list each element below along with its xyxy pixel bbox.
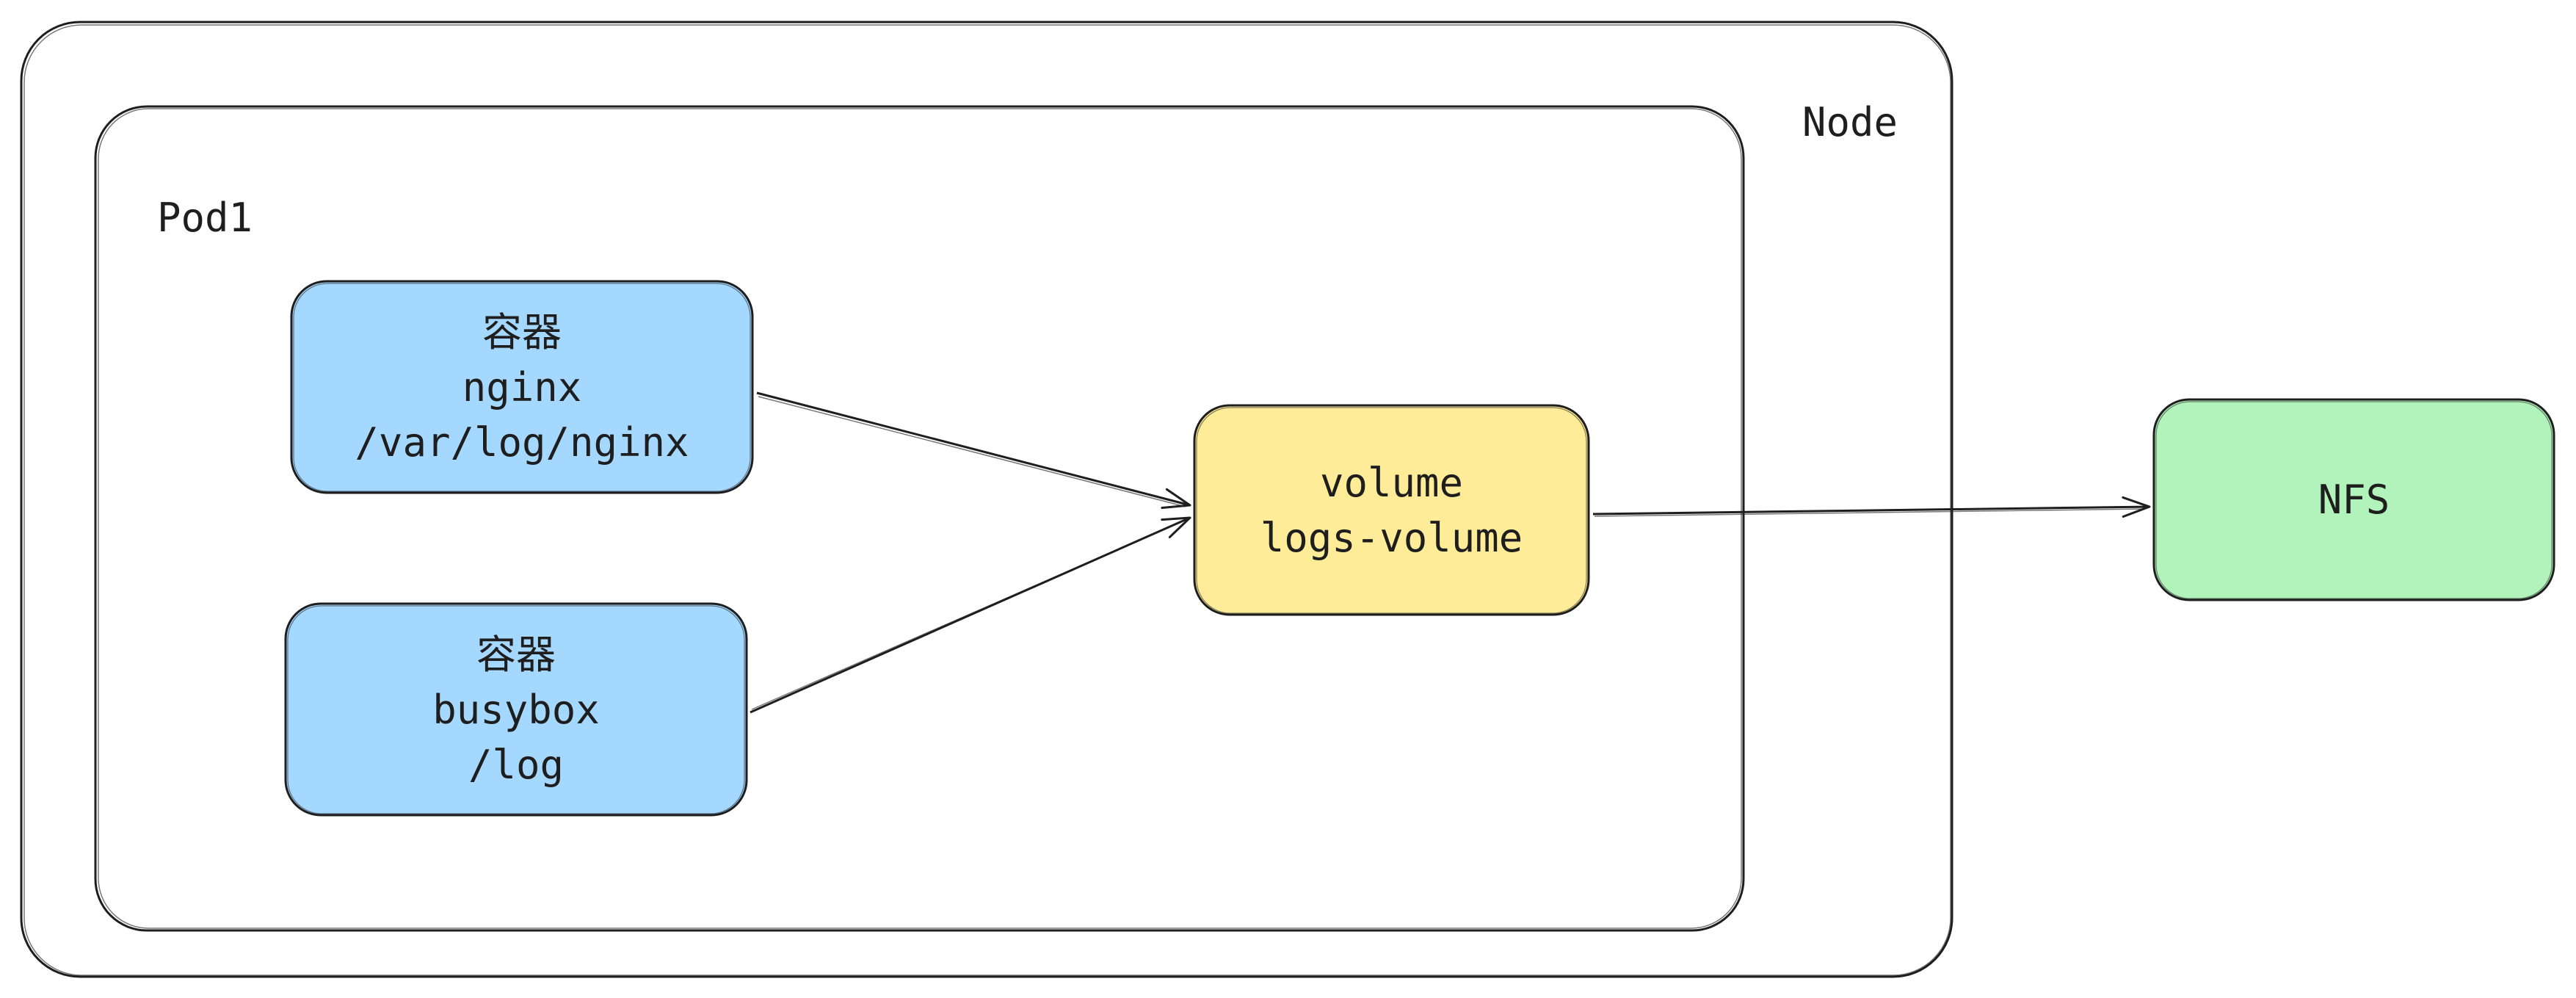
volume-text: volume logs-volume (1194, 405, 1589, 615)
container-busybox-name: busybox (432, 686, 600, 733)
container-nginx-path: /var/log/nginx (355, 419, 689, 466)
volume-box (1193, 404, 1590, 616)
container-nginx-kind: 容器 (482, 308, 562, 355)
container-busybox-text: 容器 busybox /log (286, 604, 747, 815)
pod-box (94, 105, 1745, 932)
volume-name: logs-volume (1260, 514, 1523, 561)
node-label: Node (1802, 99, 1898, 145)
node-box (20, 21, 1953, 978)
volume-kind: volume (1319, 459, 1464, 506)
nfs-box (2152, 398, 2555, 601)
container-busybox-box (284, 602, 748, 817)
container-busybox-path: /log (468, 741, 565, 788)
arrow-nginx-to-volume (756, 391, 1191, 510)
container-nginx-name: nginx (462, 364, 582, 411)
nfs-text: NFS (2154, 399, 2554, 600)
arrow-volume-to-nfs (1592, 496, 2151, 518)
container-nginx-text: 容器 nginx /var/log/nginx (291, 281, 752, 493)
arrow-busybox-to-volume (750, 516, 1191, 714)
nfs-label: NFS (2318, 477, 2390, 523)
container-busybox-kind: 容器 (476, 631, 556, 678)
pod-label: Pod1 (157, 195, 253, 241)
container-nginx-box (290, 280, 754, 494)
